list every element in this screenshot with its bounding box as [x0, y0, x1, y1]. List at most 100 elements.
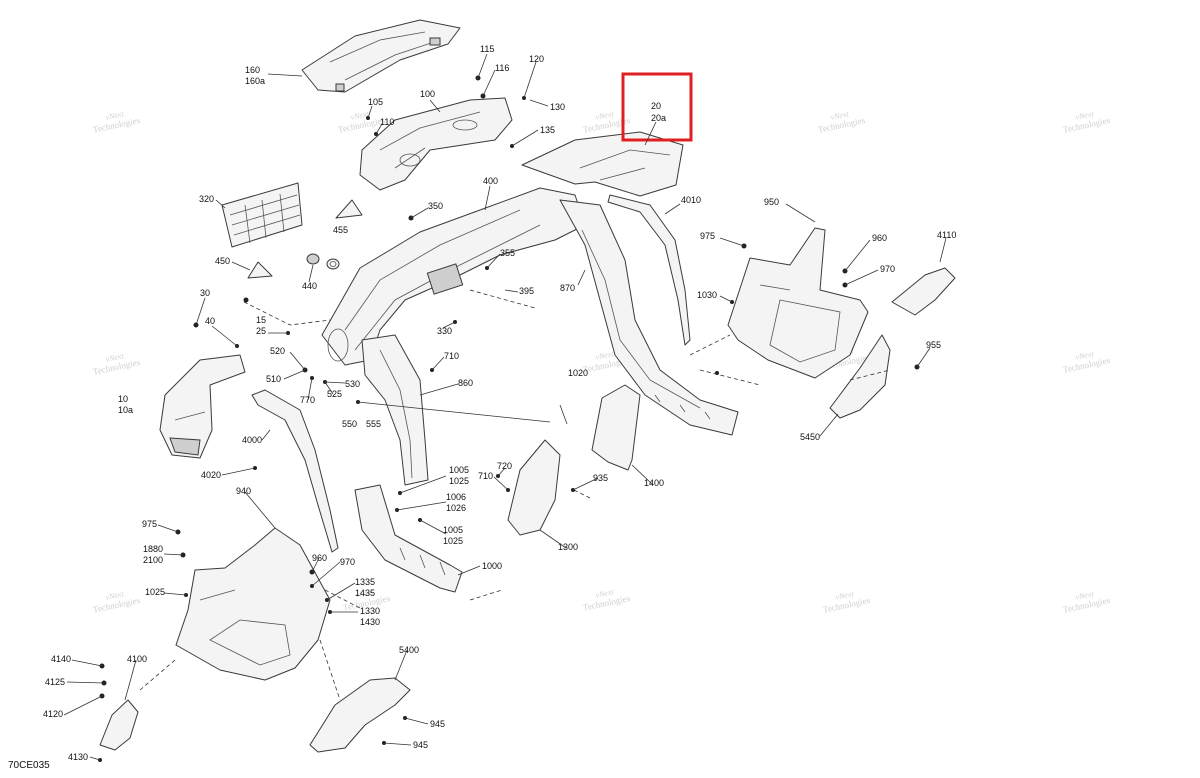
label-5450: 5450: [800, 432, 820, 442]
svg-text:vNext: vNext: [355, 587, 375, 600]
part-1000-footwell-rail[interactable]: [354, 484, 463, 593]
label-15: 15: [256, 315, 266, 325]
part-400-front-fascia[interactable]: [321, 187, 586, 366]
label-1030: 1030: [697, 290, 717, 300]
watermark: vNext Technologies: [1062, 589, 1111, 615]
label-455: 455: [333, 225, 348, 235]
label-870: 870: [560, 283, 575, 293]
part-940-floor-panel[interactable]: [175, 527, 331, 681]
part-4010-fender-trim[interactable]: [607, 194, 691, 346]
leader-lines: [63, 53, 947, 761]
label-110: 110: [380, 117, 394, 127]
label-135: 135: [540, 125, 555, 135]
part-870-right-arch[interactable]: [559, 199, 739, 436]
diagram-code: 70CE035: [8, 760, 50, 771]
label-945: 945: [430, 719, 445, 729]
label-4140: 4140: [51, 654, 71, 664]
watermark: vNext Technologies: [817, 109, 866, 135]
svg-text:vNext: vNext: [595, 349, 615, 362]
label-4010: 4010: [681, 195, 701, 205]
part-20-front-hood[interactable]: [521, 131, 684, 197]
svg-text:vNext: vNext: [1075, 589, 1095, 602]
label-30: 30: [200, 288, 210, 298]
watermark: vNext Technologies: [582, 587, 631, 613]
watermark: vNext Technologies: [92, 109, 141, 135]
watermark: vNext Technologies: [1062, 349, 1111, 375]
svg-text:vNext: vNext: [1075, 109, 1095, 122]
label-116: 116: [495, 63, 509, 73]
label-160a: 160a: [245, 76, 265, 86]
label-1005: 1005: [449, 465, 469, 475]
label-770: 770: [300, 395, 315, 405]
label-975: 975: [700, 231, 715, 241]
label-1400: 1400: [644, 478, 664, 488]
label-955: 955: [926, 340, 941, 350]
part-4100-bracket[interactable]: [99, 699, 139, 751]
part-860-center-tunnel[interactable]: [361, 334, 429, 486]
label-1335: 1335: [355, 577, 375, 587]
label-1330: 1330: [360, 606, 380, 616]
label-1020: 1020: [568, 368, 588, 378]
part-10-front-bumper[interactable]: [159, 354, 246, 459]
highlight-box-20: [621, 72, 693, 142]
label-355: 355: [500, 248, 515, 258]
label-1026: 1026: [446, 503, 466, 513]
svg-text:vNext: vNext: [595, 587, 615, 600]
label-4120: 4120: [43, 709, 63, 719]
svg-text:vNext: vNext: [105, 351, 125, 364]
part-950-floor-panel[interactable]: [727, 227, 869, 379]
label-4020: 4020: [201, 470, 221, 480]
label-10a: 10a: [118, 405, 133, 415]
part-5400-side-panel[interactable]: [309, 677, 411, 753]
label-1005: 1005: [443, 525, 463, 535]
label-4000: 4000: [242, 435, 262, 445]
part-100-dash-upper[interactable]: [359, 97, 513, 191]
label-530: 530: [345, 379, 360, 389]
label-960: 960: [872, 233, 887, 243]
part-1400-support[interactable]: [591, 384, 641, 471]
label-940: 940: [236, 486, 251, 496]
label-320: 320: [199, 194, 214, 204]
part-455-panel[interactable]: [335, 199, 363, 219]
label-945: 945: [413, 740, 428, 750]
label-10: 10: [118, 394, 128, 404]
label-395: 395: [519, 286, 534, 296]
watermark: vNext Technologies: [822, 589, 871, 615]
label-4100: 4100: [127, 654, 147, 664]
part-450-panel[interactable]: [247, 261, 273, 279]
label-160: 160: [245, 65, 260, 75]
part-1300-bracket[interactable]: [507, 439, 561, 536]
label-510: 510: [266, 374, 281, 384]
label-4130: 4130: [68, 752, 88, 762]
watermark: vNext Technologies: [1062, 109, 1111, 135]
label-1006: 1006: [446, 492, 466, 502]
label-20: 20: [651, 101, 661, 111]
label-550: 550: [342, 419, 357, 429]
label-960: 960: [312, 553, 327, 563]
assembly-lines: [139, 289, 891, 701]
label-100: 100: [420, 89, 435, 99]
watermark: vNext Technologies: [337, 109, 386, 135]
svg-text:vNext: vNext: [830, 109, 850, 122]
part-440-bushings[interactable]: [306, 253, 340, 270]
label-970: 970: [340, 557, 355, 567]
label-350: 350: [428, 201, 443, 211]
label-520: 520: [270, 346, 285, 356]
part-320-grille[interactable]: [221, 182, 303, 248]
part-5450-side-panel[interactable]: [829, 334, 891, 419]
part-160-hood-cover[interactable]: [301, 19, 461, 93]
label-450: 450: [215, 256, 230, 266]
svg-text:vNext: vNext: [835, 589, 855, 602]
label-2100: 2100: [143, 555, 163, 565]
svg-text:vNext: vNext: [350, 109, 370, 122]
label-330: 330: [437, 326, 452, 336]
label-860: 860: [458, 378, 473, 388]
part-4000-fender-trim[interactable]: [251, 389, 339, 553]
label-1000: 1000: [482, 561, 502, 571]
watermark: vNext Technologies: [92, 351, 141, 377]
label-130: 130: [550, 102, 565, 112]
label-105: 105: [368, 97, 383, 107]
label-5400: 5400: [399, 645, 419, 655]
part-4110-bracket[interactable]: [891, 267, 956, 316]
